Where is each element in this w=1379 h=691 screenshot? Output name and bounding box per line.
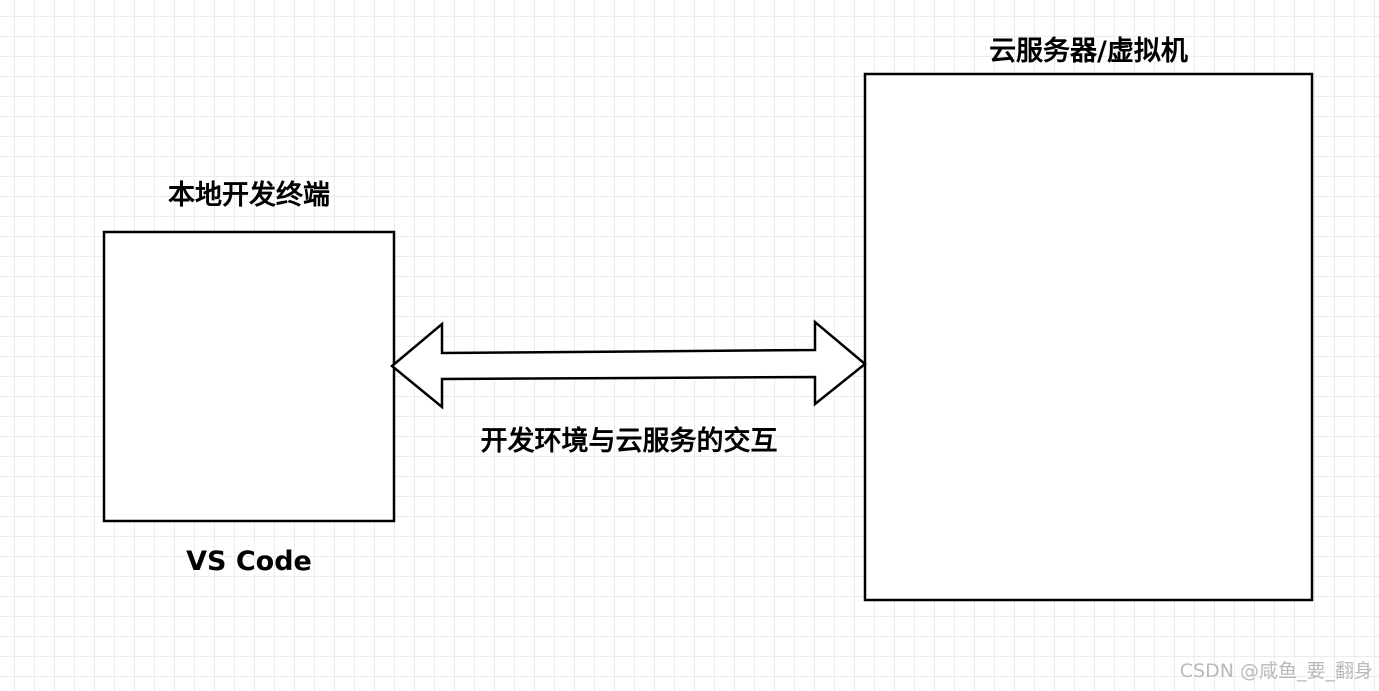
arrow-label: 开发环境与云服务的交互 bbox=[480, 426, 778, 457]
local-terminal-title: 本地开发终端 bbox=[168, 180, 330, 211]
cloud-server-box[interactable] bbox=[863, 72, 1314, 602]
watermark: CSDN @咸鱼_要_翻身 bbox=[1179, 660, 1373, 682]
bidirectional-arrow[interactable] bbox=[390, 319, 867, 410]
cloud-server-title: 云服务器/虚拟机 bbox=[989, 36, 1188, 67]
local-terminal-box[interactable] bbox=[102, 230, 396, 523]
local-terminal-caption: VS Code bbox=[186, 546, 312, 577]
